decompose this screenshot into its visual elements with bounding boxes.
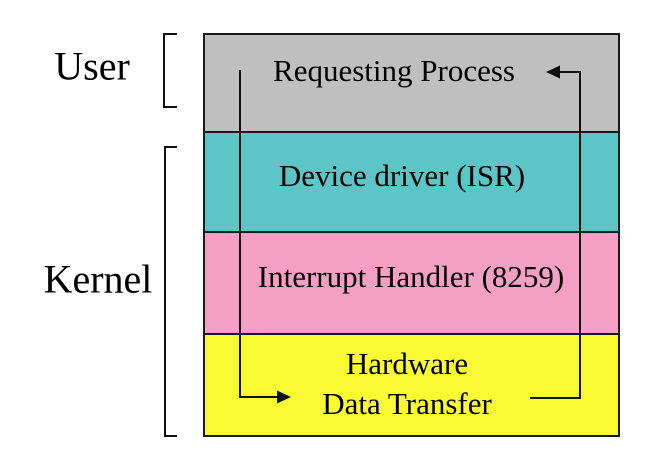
requesting-process-label: Requesting Process: [273, 53, 515, 89]
interrupt-handler-label: Interrupt Handler (8259): [257, 259, 565, 295]
hardware-data-transfer-label: Hardware Data Transfer: [322, 344, 492, 424]
user-region-label: User: [54, 43, 130, 89]
kernel-bracket: [164, 146, 177, 437]
device-driver-label: Device driver (ISR): [278, 158, 526, 194]
hardware-label-line1: Hardware: [345, 346, 469, 381]
kernel-region-label: Kernel: [43, 256, 153, 302]
user-bracket: [163, 33, 177, 108]
hardware-label-line2: Data Transfer: [322, 386, 492, 421]
